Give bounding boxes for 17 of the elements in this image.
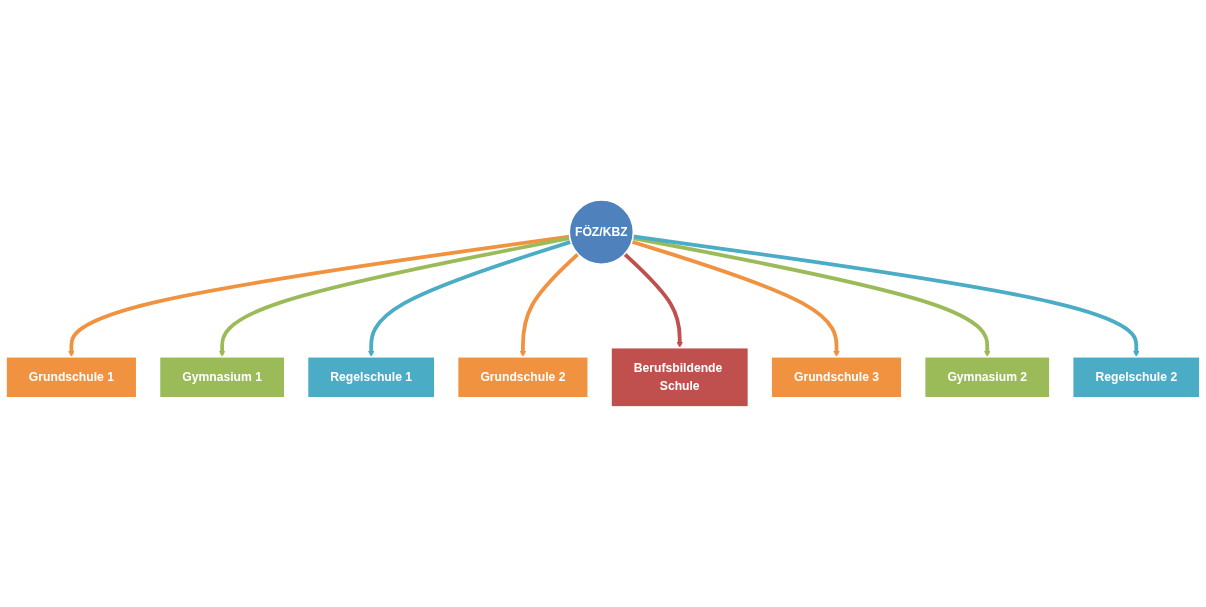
arrow bbox=[367, 240, 572, 358]
arrow bbox=[519, 252, 580, 358]
node-box: Gymnasium 2 bbox=[923, 356, 1051, 399]
node-box: Gymnasium 1 bbox=[158, 356, 286, 399]
node-box: Berufsbildende Schule bbox=[610, 346, 750, 408]
arrow bbox=[631, 239, 840, 358]
node-circle: FÖZ/KBZ bbox=[568, 199, 635, 265]
arrow bbox=[623, 252, 684, 348]
node-box: Grundschule 2 bbox=[456, 356, 589, 399]
arrow bbox=[218, 236, 571, 358]
node-box: Regelschule 1 bbox=[306, 356, 436, 399]
arrow bbox=[68, 234, 570, 358]
node-box: Grundschule 1 bbox=[5, 356, 138, 399]
arrow bbox=[632, 236, 991, 358]
node-box: Regelschule 2 bbox=[1071, 356, 1201, 399]
node-box: Grundschule 3 bbox=[770, 356, 903, 399]
arrow bbox=[632, 234, 1140, 358]
